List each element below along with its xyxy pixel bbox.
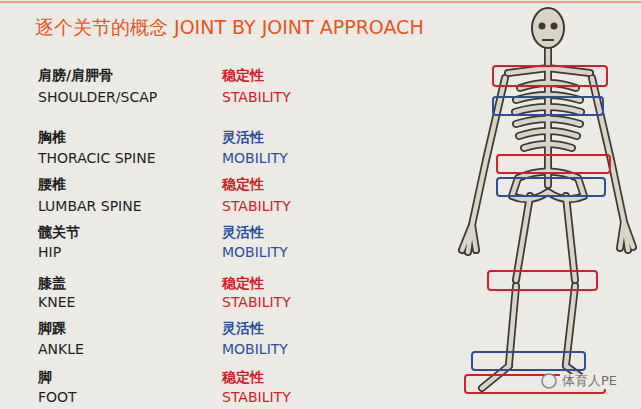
joint-name-zh: 腰椎 — [38, 176, 66, 192]
joint-name-zh: 脚 — [38, 369, 52, 385]
mobility-band — [497, 178, 605, 196]
joint-name-en: LUMBAR SPINE — [38, 198, 142, 214]
joint-role-en: STABILITY — [222, 89, 291, 105]
skull — [532, 8, 564, 48]
joint-role-zh: 稳定性 — [222, 176, 264, 192]
joint-name-en: FOOT — [38, 389, 77, 405]
joint-name-en: ANKLE — [38, 341, 84, 357]
joint-role-en: STABILITY — [222, 294, 291, 310]
watermark: 体育人PE — [560, 374, 619, 389]
joint-name-en: HIP — [38, 244, 61, 260]
joint-role-zh: 稳定性 — [222, 67, 264, 83]
joint-name-zh: 髋关节 — [38, 224, 80, 240]
joint-role-zh: 稳定性 — [222, 275, 264, 291]
joint-name-zh: 胸椎 — [38, 129, 66, 145]
joint-role-zh: 灵活性 — [222, 224, 264, 240]
joint-name-zh: 脚踝 — [38, 320, 66, 336]
joint-role-en: STABILITY — [222, 389, 291, 405]
watermark-icon — [542, 374, 556, 388]
joint-role-en: STABILITY — [222, 198, 291, 214]
joint-role-zh: 灵活性 — [222, 129, 264, 145]
joint-role-en: MOBILITY — [222, 244, 288, 260]
joint-name-en: THORACIC SPINE — [38, 150, 156, 166]
joint-role-en: MOBILITY — [222, 341, 288, 357]
joint-name-zh: 膝盖 — [38, 275, 66, 291]
top-rule — [0, 1, 641, 3]
stability-band — [497, 155, 610, 173]
joint-role-en: MOBILITY — [222, 150, 288, 166]
joint-role-zh: 稳定性 — [222, 369, 264, 385]
joint-name-zh: 肩膀/肩胛骨 — [38, 67, 113, 83]
joint-name-en: SHOULDER/SCAP — [38, 89, 157, 105]
stability-band — [493, 66, 607, 86]
mobility-band — [493, 97, 603, 115]
mobility-band — [472, 352, 585, 370]
joint-role-zh: 灵活性 — [222, 320, 264, 336]
stability-band — [488, 271, 597, 290]
diagram-title: 逐个关节的概念 JOINT BY JOINT APPROACH — [35, 17, 424, 39]
joint-name-en: KNEE — [38, 294, 75, 310]
